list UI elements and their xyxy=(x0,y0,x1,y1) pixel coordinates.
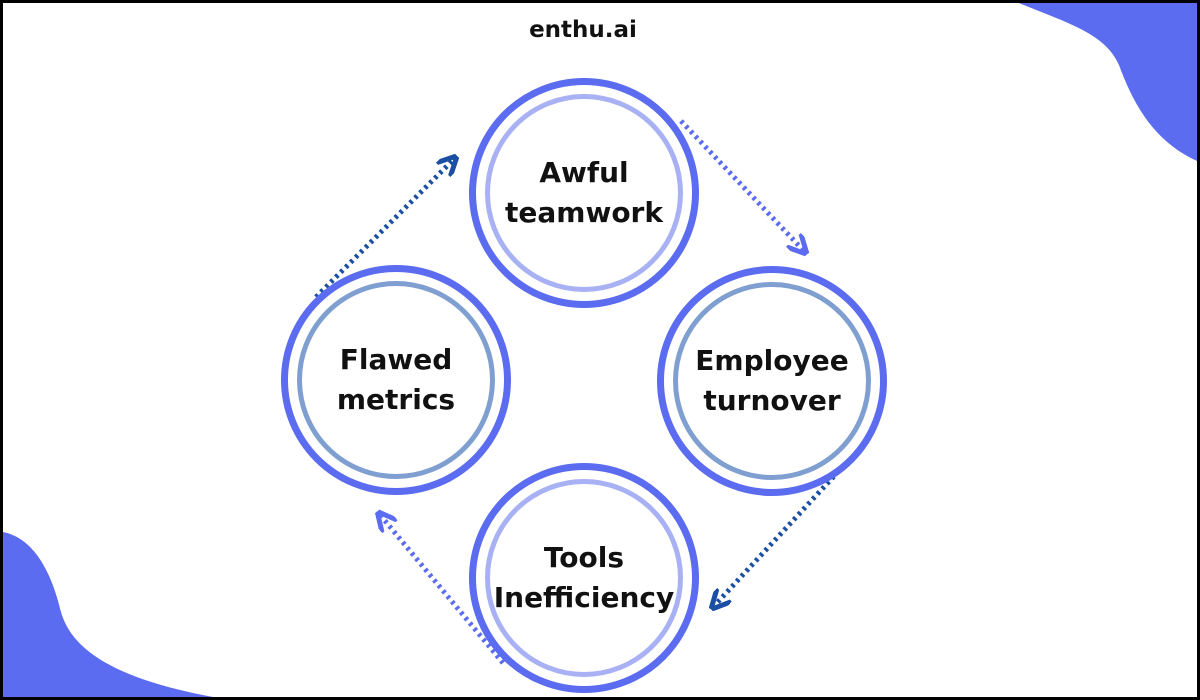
node-label: Awful teamwork xyxy=(505,156,663,229)
brand-title: enthu.ai xyxy=(529,17,637,43)
node-label: Employee turnover xyxy=(695,344,849,417)
node-inner-ring: Employee turnover xyxy=(673,282,871,480)
corner-blob-bottom-left-shape xyxy=(3,532,213,697)
node-awful-teamwork: Awful teamwork xyxy=(469,78,699,308)
node-inner-ring: Flawed metrics xyxy=(297,281,495,479)
corner-blob-top-right xyxy=(1019,3,1197,161)
corner-blob-bottom-left xyxy=(3,532,213,697)
arrow-teamwork-to-turnover xyxy=(679,119,803,250)
node-flawed-metrics: Flawed metrics xyxy=(281,265,511,495)
node-inner-ring: Awful teamwork xyxy=(485,94,683,292)
node-label: Tools Inefficiency xyxy=(493,541,675,614)
node-employee-turnover: Employee turnover xyxy=(657,266,887,496)
node-inner-ring: Tools Inefficiency xyxy=(485,479,683,677)
node-tools-inefficiency: Tools Inefficiency xyxy=(469,463,699,693)
corner-blob-top-right-shape xyxy=(1019,3,1197,161)
node-label: Flawed metrics xyxy=(336,343,456,416)
